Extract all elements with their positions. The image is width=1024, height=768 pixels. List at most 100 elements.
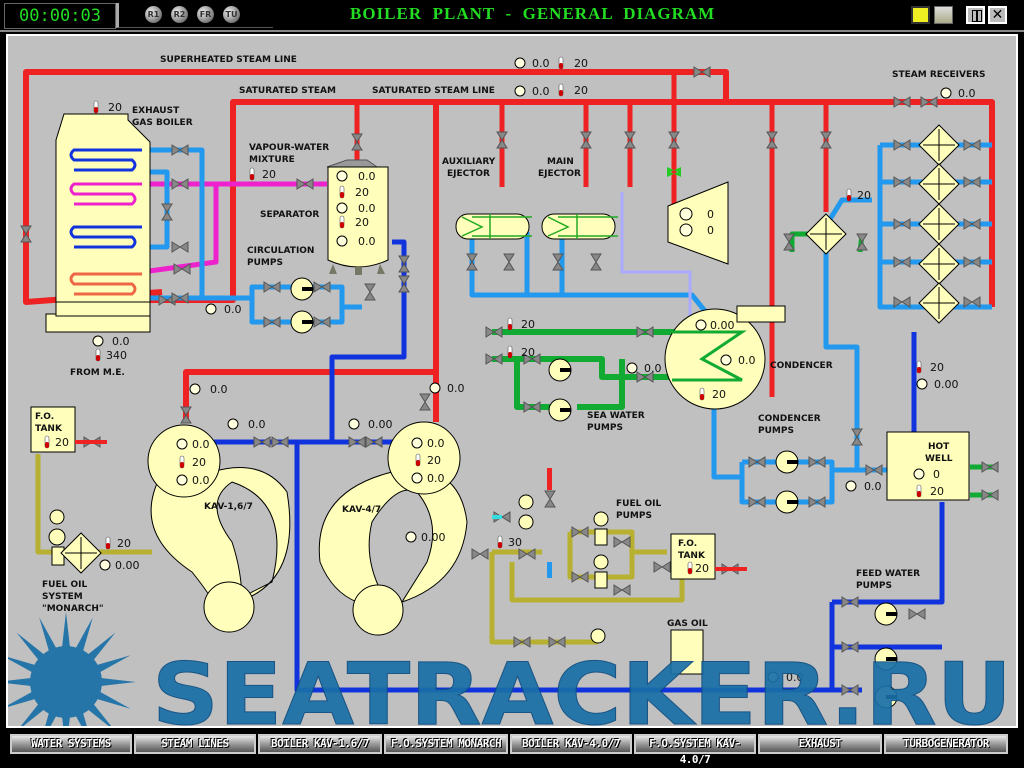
kav4-fuel-flow: 0.00 bbox=[421, 531, 446, 544]
separator-label: SEPARATOR bbox=[260, 210, 319, 220]
logo-ray bbox=[86, 702, 116, 732]
fuel-oil-pump-1[interactable] bbox=[594, 528, 608, 546]
logo-ray bbox=[1, 655, 37, 673]
separator-level: 0.0 bbox=[358, 202, 376, 215]
main-ejector[interactable] bbox=[541, 213, 618, 240]
logo-ray bbox=[99, 677, 136, 687]
nav-exhaust[interactable]: EXHAUST bbox=[758, 734, 882, 754]
steam-receiver-2[interactable] bbox=[918, 163, 960, 205]
logo-ray bbox=[95, 655, 131, 673]
fr-button[interactable]: FR bbox=[197, 6, 214, 23]
fo-tank-2-label-2: TANK bbox=[678, 551, 706, 561]
exhaust-boiler-label: EXHAUST bbox=[132, 106, 180, 116]
mode-button-strip: R1 R2 FR TU bbox=[116, 3, 273, 28]
kav4-label: KAV-4/7 bbox=[342, 505, 381, 515]
boost-pump[interactable] bbox=[518, 514, 534, 530]
main-ejector-label-2: EJECTOR bbox=[538, 169, 581, 179]
nav-turbogenerator[interactable]: TURBOGENERATOR bbox=[884, 734, 1008, 754]
steam-receiver-5[interactable] bbox=[918, 282, 960, 324]
open-folder-icon[interactable] bbox=[934, 6, 953, 24]
pause-icon[interactable] bbox=[966, 6, 985, 24]
auxiliary-ejector[interactable] bbox=[455, 213, 532, 240]
gas-inlet-temp: 340 bbox=[106, 349, 127, 362]
steam-heater[interactable] bbox=[805, 213, 847, 255]
kav4-steam-flow: 0.0 bbox=[447, 382, 465, 395]
circulation-pump-2[interactable] bbox=[290, 310, 314, 334]
fuel-oil-system-label: FUEL OIL bbox=[42, 580, 87, 590]
superheated-line-label: SUPERHEATED STEAM LINE bbox=[160, 55, 297, 65]
hot-well[interactable] bbox=[886, 431, 970, 501]
monarch-flow: 0.00 bbox=[115, 559, 140, 572]
fo-tank-2[interactable] bbox=[670, 533, 716, 580]
nav-steam-lines[interactable]: STEAM LINES bbox=[134, 734, 256, 754]
nav-bar: WATER SYSTEMS STEAM LINES BOILER KAV-1.6… bbox=[0, 730, 1024, 768]
condenser[interactable] bbox=[664, 305, 786, 410]
kav16-pressure: 0.0 bbox=[192, 438, 210, 451]
fo-tank-label-2: TANK bbox=[35, 424, 63, 434]
steam-receiver-1[interactable] bbox=[918, 124, 960, 166]
feed-water-pumps-label-2: PUMPS bbox=[856, 581, 892, 591]
diagram-canvas: 20 EXHAUST GAS BOILER 0.0 340 FROM M.E. … bbox=[0, 34, 1018, 752]
turbine-inlet-valve[interactable] bbox=[667, 167, 681, 177]
boiler-kav-1-6-7[interactable] bbox=[147, 424, 291, 633]
turbogenerator[interactable] bbox=[667, 181, 729, 265]
elapsed-timer: 00:00:03 bbox=[4, 3, 116, 29]
exhaust-boiler-label-2: GAS BOILER bbox=[132, 118, 193, 128]
kav16-level: 0.0 bbox=[192, 474, 210, 487]
fo-tank-2-temp: 20 bbox=[695, 562, 709, 575]
feed-water-pump-1[interactable] bbox=[874, 602, 898, 626]
kav4-pressure: 0.0 bbox=[427, 437, 445, 450]
save-icon[interactable] bbox=[911, 6, 930, 24]
superheated-temp: 20 bbox=[574, 57, 588, 70]
sea-water-pump-2[interactable] bbox=[548, 398, 572, 422]
pipework bbox=[23, 69, 995, 693]
fo-tank-1[interactable] bbox=[30, 406, 76, 453]
nav-water-systems[interactable]: WATER SYSTEMS bbox=[10, 734, 132, 754]
superheated-pressure: 0.0 bbox=[532, 57, 550, 70]
condenser-pump-1[interactable] bbox=[775, 450, 799, 474]
gas-oil-tank[interactable] bbox=[670, 629, 704, 675]
vapour-label-2: MIXTURE bbox=[249, 155, 295, 165]
kav16-label: KAV-1,6/7 bbox=[204, 502, 253, 512]
hot-well-label-2: WELL bbox=[925, 454, 953, 464]
fuel-oil-pump-2[interactable] bbox=[594, 571, 608, 589]
logo-ray bbox=[75, 711, 93, 747]
sea-water-pump-1[interactable] bbox=[548, 358, 572, 382]
r2-button[interactable]: R2 bbox=[171, 6, 188, 23]
logo-ray bbox=[86, 632, 116, 662]
monarch-temp: 20 bbox=[117, 537, 131, 550]
logo-ray bbox=[39, 711, 57, 747]
fuel-filter-icon bbox=[60, 532, 102, 574]
hotwell-inlet-temp: 20 bbox=[930, 361, 944, 374]
fuel-temp: 30 bbox=[508, 536, 522, 549]
nav-boiler-kav4[interactable]: BOILER KAV-4.0/7 bbox=[510, 734, 632, 754]
main-ejector-label: MAIN bbox=[547, 157, 574, 167]
logo-ray bbox=[16, 702, 46, 732]
steam-receiver-4[interactable] bbox=[918, 243, 960, 285]
thermometer-icon bbox=[93, 100, 99, 114]
monarch-pump[interactable] bbox=[48, 528, 66, 546]
condenser-pump-2[interactable] bbox=[775, 490, 799, 514]
circulation-flow: 0.0 bbox=[224, 303, 242, 316]
close-icon[interactable]: ✕ bbox=[988, 6, 1007, 24]
nav-fo-system-kav4[interactable]: F.O.SYSTEM KAV-4.0/7 bbox=[634, 734, 756, 766]
receivers-pressure: 0.0 bbox=[958, 87, 976, 100]
logo-ray bbox=[16, 632, 46, 662]
logo-ray bbox=[1, 691, 37, 709]
exhaust-gas-boiler[interactable] bbox=[45, 113, 151, 333]
heater-icon bbox=[51, 546, 65, 566]
nav-boiler-kav16[interactable]: BOILER KAV-1.6/7 bbox=[258, 734, 382, 754]
tu-button[interactable]: TU bbox=[223, 6, 240, 23]
sea-water-pressure: 0.0 bbox=[644, 362, 662, 375]
valves[interactable] bbox=[20, 66, 999, 696]
separator-pressure: 0.0 bbox=[358, 170, 376, 183]
nav-fo-system-monarch[interactable]: F.O.SYSTEM MONARCH bbox=[384, 734, 508, 754]
window-title: BOILER PLANT - GENERAL DIAGRAM bbox=[350, 4, 716, 23]
motor-icon bbox=[49, 509, 65, 525]
hot-well-level: 0 bbox=[933, 468, 940, 481]
circulation-pump-1[interactable] bbox=[290, 277, 314, 301]
r1-button[interactable]: R1 bbox=[145, 6, 162, 23]
steam-receiver-3[interactable] bbox=[918, 203, 960, 245]
boiler-kav-4-7[interactable] bbox=[318, 421, 468, 636]
watermark-text: SEATRACKER.RU bbox=[152, 645, 1012, 726]
